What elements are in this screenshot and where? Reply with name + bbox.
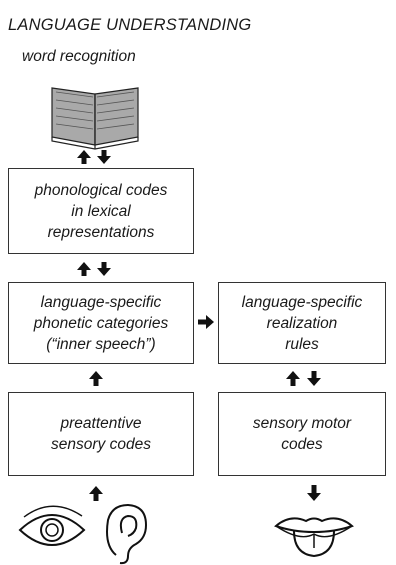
arrow-up-book (77, 150, 91, 164)
realization-rules-box: language-specific realization rules (218, 282, 386, 364)
arrow-down-phonological (97, 262, 111, 276)
realization-rules-label: language-specific realization rules (241, 293, 363, 353)
arrow-up-preattentive (89, 371, 103, 386)
ear-icon (106, 503, 148, 565)
sensory-motor-codes-label: sensory motor codes (252, 415, 352, 453)
arrow-up-sensory-motor (286, 371, 300, 386)
sensory-motor-codes-box: sensory motor codes (218, 392, 386, 476)
arrow-down-realization (307, 371, 321, 386)
diagram-title: LANGUAGE UNDERSTANDING (8, 16, 252, 34)
phonological-codes-box: phonological codes in lexical representa… (8, 168, 194, 254)
arrow-up-senses (89, 486, 103, 501)
preattentive-codes-label: preattentive sensory codes (51, 415, 151, 453)
eye-icon (18, 505, 86, 546)
arrow-down-mouth (307, 485, 321, 501)
arrow-up-phonological (77, 262, 91, 276)
arrow-down-book (97, 150, 111, 164)
phonetic-categories-box: language-specific phonetic categories (“… (8, 282, 194, 364)
phonological-codes-label: phonological codes in lexical representa… (34, 181, 168, 241)
mouth-icon (274, 517, 354, 558)
arrow-right-phonetic (198, 315, 214, 329)
book-icon (51, 87, 139, 150)
preattentive-codes-box: preattentive sensory codes (8, 392, 194, 476)
word-recognition-label: word recognition (22, 48, 136, 65)
phonetic-categories-label: language-specific phonetic categories (“… (33, 293, 169, 353)
